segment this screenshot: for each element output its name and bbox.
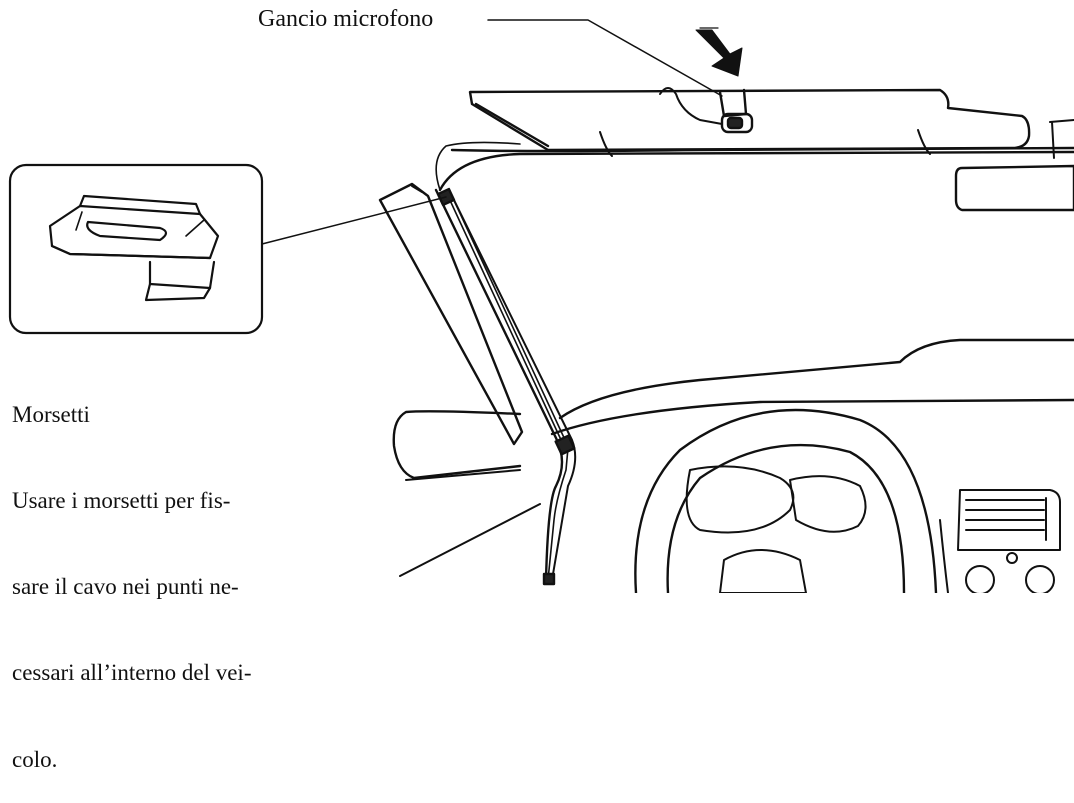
a-pillar <box>378 182 577 582</box>
cable-clamp-lower <box>554 434 576 456</box>
cable-clamp-icon <box>48 194 220 302</box>
clamps-caption: Morsetti Usare i morsetti per fis- sare … <box>12 343 251 803</box>
installation-diagram <box>8 19 1074 593</box>
microphone <box>659 87 754 134</box>
mic-hook-label: Gancio microfono <box>258 6 434 32</box>
clamps-desc-line-2: sare il cavo nei punti ne- <box>12 574 239 599</box>
mic-hook-leader-line <box>487 19 723 97</box>
clamp-detail-box <box>8 163 264 335</box>
clamps-desc-line-1: Usare i morsetti per fis- <box>12 487 231 513</box>
clamps-title: Morsetti <box>12 401 90 427</box>
rear-view-mirror <box>954 164 1074 212</box>
clamps-desc-line-3: cessari all’interno del vei- <box>12 660 252 686</box>
clamp-leader-line <box>261 196 447 245</box>
steering-wheel <box>634 408 938 593</box>
press-arrow-icon <box>695 29 743 77</box>
center-console <box>939 489 1061 593</box>
clamps-desc-line-4: colo. <box>12 746 58 772</box>
microphone-cable <box>435 141 569 581</box>
dashboard <box>392 338 1074 481</box>
door-line <box>399 503 541 577</box>
sun-visor <box>468 88 1031 157</box>
cable-clamp-bottom <box>542 572 556 586</box>
windshield-frame <box>438 119 1074 192</box>
